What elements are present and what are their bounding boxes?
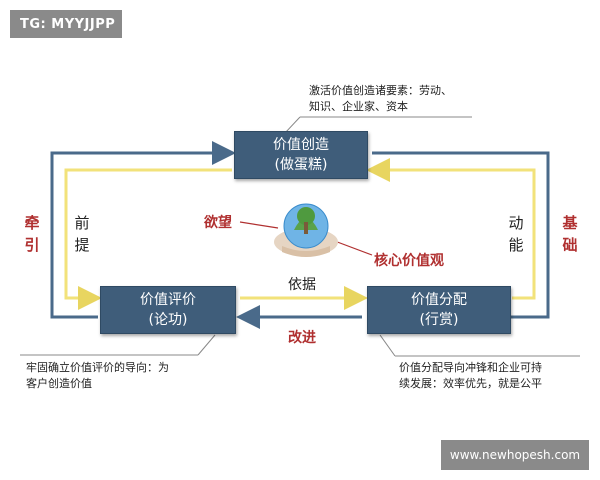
left-inner-arrow — [64, 168, 232, 310]
qianyin-char1: 牵 — [24, 214, 40, 232]
dongneng-char1: 动 — [508, 214, 524, 232]
watermark-bottom: www.newhopesh.com — [441, 440, 589, 470]
qianti-char2: 提 — [74, 236, 90, 254]
value-evaluation-box: 价值评价 (论功) — [100, 286, 236, 334]
right-note-line1: 价值分配导向冲锋和企业可持 — [399, 361, 542, 374]
value-creation-title: 价值创造 — [273, 137, 329, 153]
jichu-char1: 基 — [562, 214, 578, 232]
top-note: 激活价值创造诸要素：劳动、 知识、企业家、资本 — [309, 83, 452, 115]
value-evaluation-title: 价值评价 — [140, 292, 196, 308]
left-note-line1: 牢固确立价值评价的导向：为 — [26, 361, 169, 374]
top-note-line2: 知识、企业家、资本 — [309, 100, 408, 113]
value-distribution-subtitle: (行赏) — [419, 312, 459, 328]
globe-tree-icon — [274, 203, 338, 257]
value-creation-subtitle: (做蛋糕) — [274, 157, 328, 173]
desire-label: 欲望 — [204, 215, 232, 231]
qianti-label: 前 提 — [74, 212, 90, 256]
right-note-line2: 续发展：效率优先，就是公平 — [399, 377, 542, 390]
basis-label: 依据 — [288, 277, 316, 293]
dongneng-char2: 能 — [508, 236, 524, 254]
qianyin-char2: 引 — [24, 236, 40, 254]
dongneng-label: 动 能 — [508, 212, 524, 256]
right-note: 价值分配导向冲锋和企业可持 续发展：效率优先，就是公平 — [399, 360, 542, 392]
left-outer-arrow — [50, 141, 236, 319]
qianti-char1: 前 — [74, 214, 90, 232]
core-values-label: 核心价值观 — [374, 253, 444, 269]
value-distribution-title: 价值分配 — [411, 292, 467, 308]
right-inner-arrow — [366, 158, 536, 300]
jichu-label: 基 础 — [562, 212, 578, 256]
improve-label: 改进 — [288, 330, 316, 346]
value-creation-box: 价值创造 (做蛋糕) — [234, 131, 368, 179]
top-note-line1: 激活价值创造诸要素：劳动、 — [309, 84, 452, 97]
left-note-line2: 客户创造价值 — [26, 377, 92, 390]
value-evaluation-subtitle: (论功) — [148, 312, 188, 328]
left-note: 牢固确立价值评价的导向：为 客户创造价值 — [26, 360, 169, 392]
watermark-top: TG: MYYJJPP — [10, 10, 122, 38]
jichu-char2: 础 — [562, 236, 578, 254]
qianyin-label: 牵 引 — [24, 212, 40, 256]
value-distribution-box: 价值分配 (行赏) — [367, 286, 511, 334]
